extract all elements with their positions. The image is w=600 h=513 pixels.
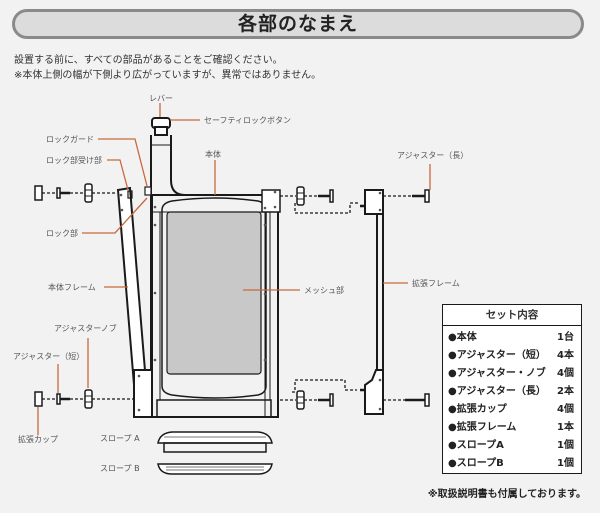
label-safety-lock-button: セーフティロックボタン [204, 116, 291, 125]
label-body: 本体 [205, 149, 221, 159]
adjuster-set-bottom-left [34, 389, 134, 409]
mesh-panel [166, 211, 262, 375]
set-contents-title: セット内容 [443, 305, 581, 326]
label-lock-guard: ロックガード [46, 134, 94, 144]
lever-shape [154, 126, 168, 136]
label-slope-b: スロープ B [100, 464, 140, 473]
label-adjuster-knob: アジャスターノブ [54, 323, 117, 333]
label-extension-cup: 拡張カップ [18, 434, 58, 444]
set-item-name: ●拡張カップ [448, 404, 507, 415]
inner-panel [161, 197, 267, 399]
slope-a [157, 431, 273, 453]
label-adjuster-short: アジャスター（短） [13, 351, 84, 361]
set-item: ●拡張フレーム 1本 [443, 419, 581, 437]
title-bar: 各部のなまえ [12, 9, 584, 39]
set-item-name: ●アジャスター（長） [448, 386, 546, 397]
slope-b [157, 463, 273, 475]
set-item-qty: 1個 [557, 458, 574, 469]
label-extension-frame: 拡張フレーム [412, 278, 460, 288]
set-item-name: ●アジャスター・ノブ [448, 368, 546, 379]
set-item-qty: 4個 [557, 404, 574, 415]
body-frame [116, 186, 153, 418]
set-contents-box: セット内容 ●本体 1台 ●アジャスター（短） 4本 ●アジャスター・ノブ 4個 ●ア… [442, 304, 582, 474]
set-item: ●スロープB 1個 [443, 455, 581, 473]
adjuster-set-top-left [34, 183, 117, 203]
label-lock-part: ロック部 [46, 228, 78, 238]
set-item-name: ●拡張フレーム [448, 422, 517, 433]
screw-dots [153, 190, 277, 362]
main-body [150, 117, 281, 418]
label-body-frame: 本体フレーム [48, 282, 96, 292]
set-item-qty: 1台 [557, 332, 574, 343]
set-item: ●拡張カップ 4個 [443, 401, 581, 419]
set-item-qty: 2本 [557, 386, 574, 397]
set-item: ●スロープA 1個 [443, 437, 581, 455]
label-slope-a: スロープ A [100, 434, 140, 443]
set-item: ●アジャスター・ノブ 4個 [443, 365, 581, 383]
set-item-qty: 1本 [557, 422, 574, 433]
adjuster-set-bottom-right [280, 379, 357, 410]
intro-line-2: ※本体上側の幅が下側より広がっていますが、異常ではありません。 [14, 70, 322, 81]
set-item: ●アジャスター（長） 2本 [443, 383, 581, 401]
set-item-name: ●アジャスター（短） [448, 350, 546, 361]
set-item-qty: 4個 [557, 368, 574, 379]
label-adjuster-long: アジャスター（長） [397, 151, 468, 160]
set-item-name: ●本体 [448, 332, 477, 343]
set-item-name: ●スロープB [448, 458, 504, 469]
leader-lines [37, 103, 431, 435]
intro-line-1: 設置する前に、すべての部品があることをご確認ください。 [14, 55, 283, 66]
label-lever: レバー [149, 94, 173, 103]
label-lock-receiver: ロック部受け部 [46, 155, 102, 165]
extension-frame [360, 189, 430, 415]
set-item: ●本体 1台 [443, 329, 581, 347]
set-item: ●アジャスター（短） 4本 [443, 347, 581, 365]
label-mesh-part: メッシュ部 [304, 285, 344, 295]
set-item-name: ●スロープA [448, 440, 504, 451]
set-item-qty: 1個 [557, 440, 574, 451]
footnote: ※取扱説明書も付属しております。 [427, 489, 586, 500]
set-item-qty: 4本 [557, 350, 574, 361]
adjuster-set-top-right [280, 186, 360, 214]
page-title: 各部のなまえ [237, 13, 358, 35]
